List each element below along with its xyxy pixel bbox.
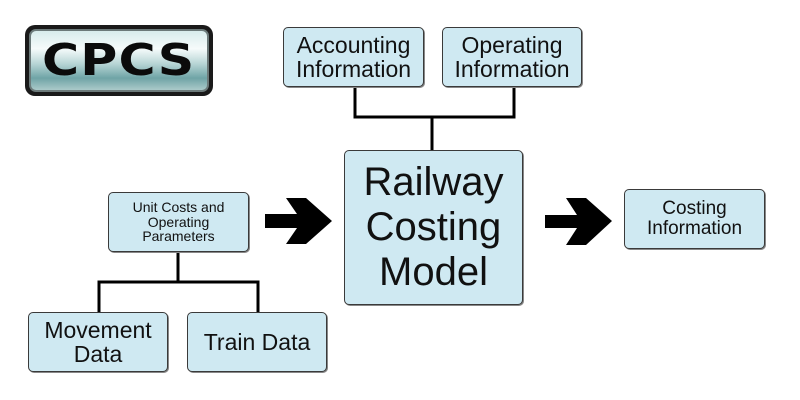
node-train-data: Train Data [187,312,327,372]
logo-text: CPCS [42,35,196,86]
node-costing-information: Costing Information [624,189,765,249]
cpcs-logo: CPCS [25,25,213,96]
arrow-right-icon [265,198,332,244]
node-railway-costing-model: Railway Costing Model [344,150,523,305]
node-label: Operating Information [454,31,570,82]
arrow-right-icon [545,198,612,245]
node-label: Train Data [203,328,311,355]
node-label: Costing Information [646,198,743,239]
node-label: Movement Data [44,316,152,367]
node-movement-data: Movement Data [28,312,168,372]
node-label: Accounting Information [295,31,412,82]
node-accounting-information: Accounting Information [283,27,424,87]
node-unit-costs-operating-parameters: Unit Costs and Operating Parameters [108,192,249,252]
node-label: Unit Costs and Operating Parameters [132,198,225,245]
node-label: Railway Costing Model [363,160,504,294]
logo-plate: CPCS [29,29,209,92]
node-operating-information: Operating Information [442,27,582,87]
